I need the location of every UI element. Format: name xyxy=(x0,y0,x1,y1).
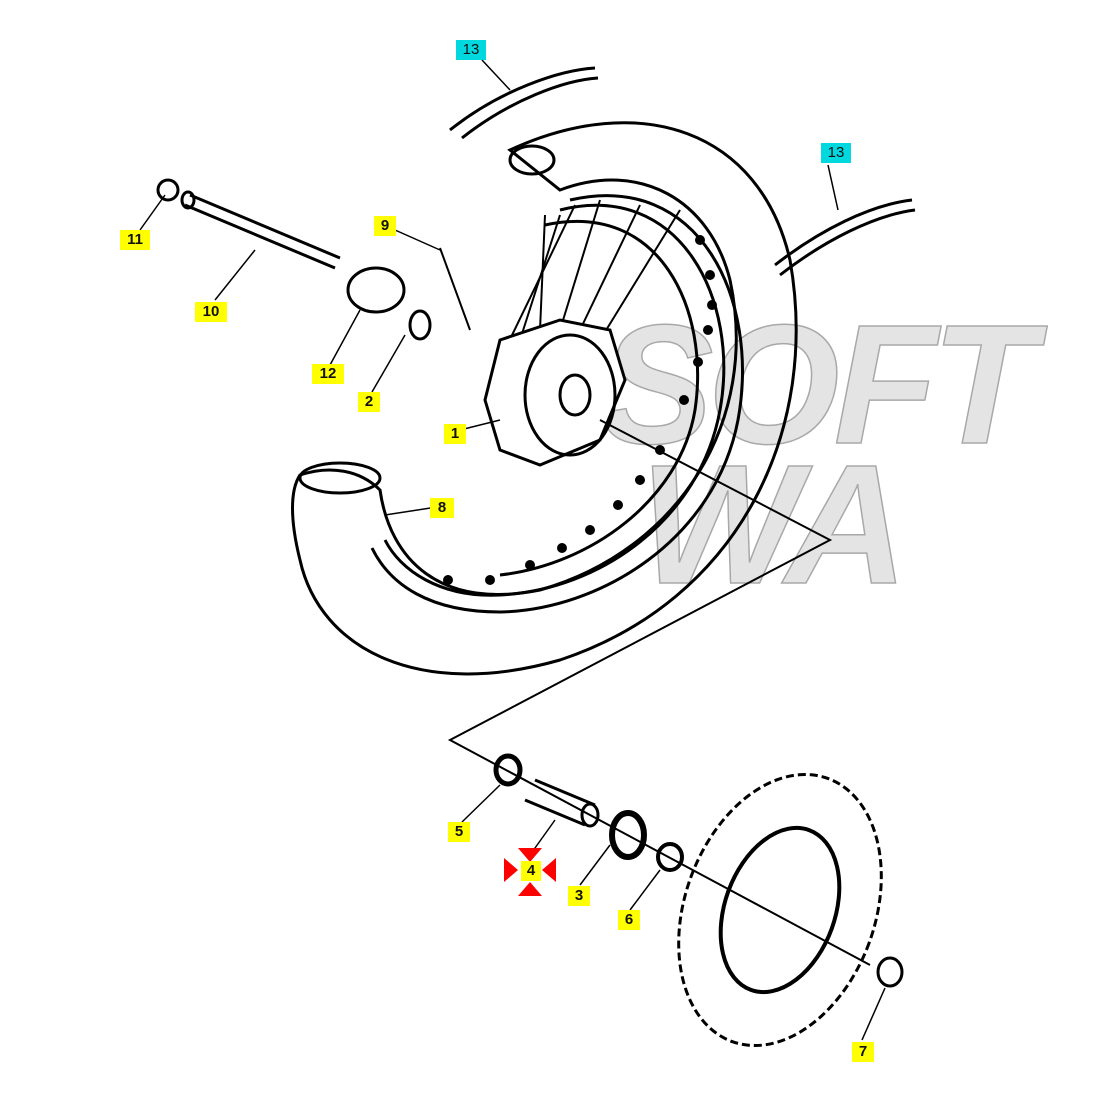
callout-12[interactable]: 12 xyxy=(312,364,344,384)
watermark-line-1: SOFT xyxy=(599,290,1036,480)
callout-8[interactable]: 8 xyxy=(430,498,454,518)
selection-marker xyxy=(504,848,556,896)
lower-parts xyxy=(493,753,904,988)
brake-disc xyxy=(677,772,883,1048)
callout-5[interactable]: 5 xyxy=(448,822,470,842)
rim-holes xyxy=(443,235,717,585)
callout-10[interactable]: 10 xyxy=(195,302,227,322)
hub xyxy=(483,318,627,467)
callout-9[interactable]: 9 xyxy=(374,216,396,236)
assembly-line xyxy=(447,419,871,966)
callout-7[interactable]: 7 xyxy=(852,1042,874,1062)
rim-tape xyxy=(449,59,916,277)
callout-13-tape[interactable]: 13 xyxy=(456,40,486,60)
axle xyxy=(156,178,471,341)
spokes xyxy=(499,199,681,361)
callout-11[interactable]: 11 xyxy=(120,230,150,250)
callout-13-tape-right[interactable]: 13 xyxy=(821,143,851,163)
watermark-line-2: WA xyxy=(639,430,908,620)
callout-2[interactable]: 2 xyxy=(358,392,380,412)
callout-6[interactable]: 6 xyxy=(618,910,640,930)
callout-1[interactable]: 1 xyxy=(444,424,466,444)
tire xyxy=(291,121,798,676)
callout-4-selected[interactable]: 4 xyxy=(521,861,541,881)
callout-3[interactable]: 3 xyxy=(568,886,590,906)
